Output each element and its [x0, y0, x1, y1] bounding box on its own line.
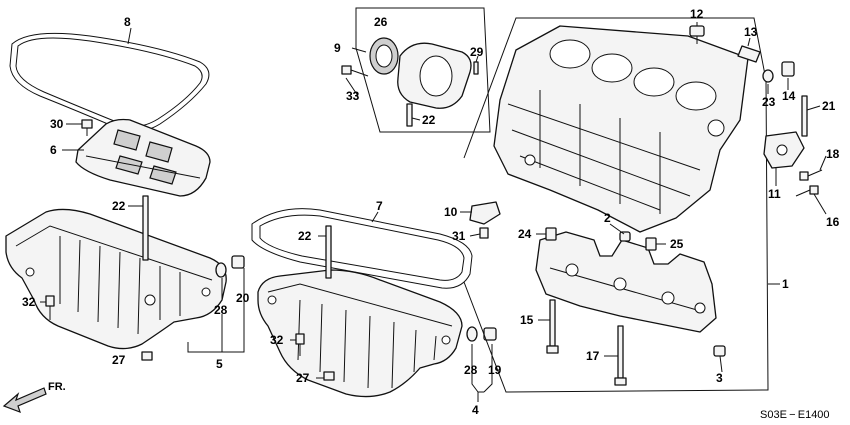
- bolt-17: [614, 325, 627, 386]
- callout-1: 1: [782, 277, 789, 291]
- plug-20: [231, 255, 245, 269]
- stud-21: [801, 95, 808, 137]
- bolt-14: [781, 61, 795, 77]
- washer-23: [762, 69, 774, 83]
- bolt-32-middle: [295, 333, 305, 356]
- callout-23: 23: [762, 95, 776, 109]
- sensor-13: [737, 45, 761, 63]
- dowel-25: [645, 237, 657, 251]
- callout-28-left: 28: [214, 303, 228, 317]
- bolt-30: [81, 119, 93, 136]
- callout-27-middle: 27: [296, 371, 310, 385]
- callout-18: 18: [826, 147, 840, 161]
- leader-lines: [40, 22, 827, 402]
- bearing-cap-bridge: [535, 231, 717, 333]
- callout-14: 14: [782, 89, 796, 103]
- callout-32-middle: 32: [270, 333, 284, 347]
- oil-pan-middle: [257, 269, 463, 398]
- callout-24: 24: [518, 227, 532, 241]
- oil-pan-left: [5, 208, 227, 350]
- cylinder-block: [493, 25, 749, 233]
- callout-6: 6: [50, 143, 57, 157]
- oil-pan-gasket-upper: [9, 32, 210, 133]
- callout-2: 2: [604, 211, 611, 225]
- callout-10: 10: [444, 205, 458, 219]
- callout-labels: 8 30 6 22 32 28 20 5 27 7 22 32 27 28 19…: [22, 7, 840, 421]
- callout-17: 17: [586, 349, 600, 363]
- callout-20: 20: [236, 291, 250, 305]
- plug-2: [619, 231, 631, 242]
- front-label: FR.: [48, 381, 66, 393]
- baffle-plate: [75, 118, 211, 197]
- callout-28-middle: 28: [464, 363, 478, 377]
- callout-15: 15: [520, 313, 534, 327]
- callout-32-left: 32: [22, 295, 36, 309]
- callout-22-left: 22: [112, 199, 126, 213]
- bracket-11: [763, 131, 805, 169]
- callout-26: 26: [374, 15, 388, 29]
- callout-5: 5: [216, 357, 223, 371]
- diagram-code: S03E − E1400: [760, 409, 830, 421]
- callout-4: 4: [472, 403, 479, 417]
- bolt-32-left: [45, 295, 55, 320]
- callout-8: 8: [124, 15, 131, 29]
- oil-pan-gasket-lower: [251, 208, 473, 289]
- bolt-31: [479, 227, 489, 239]
- callout-27-left: 27: [112, 353, 126, 367]
- callout-22-seal: 22: [422, 113, 436, 127]
- callout-3: 3: [716, 371, 723, 385]
- front-direction-arrow: [2, 387, 47, 414]
- bracket-10: [469, 201, 501, 225]
- bolt-15: [546, 299, 559, 354]
- callout-29: 29: [470, 45, 484, 59]
- callout-25: 25: [670, 237, 684, 251]
- oil-seal-assembly: [341, 7, 491, 133]
- drain-bolt-27-middle: [323, 371, 335, 381]
- washer-28-middle: [466, 326, 478, 342]
- stud-22-middle: [325, 225, 332, 279]
- callout-21: 21: [822, 99, 836, 113]
- stud-22-left: [142, 195, 149, 261]
- callout-11: 11: [768, 187, 781, 201]
- callout-16: 16: [826, 215, 840, 229]
- callout-13: 13: [744, 25, 758, 39]
- callout-19: 19: [488, 363, 502, 377]
- drain-bolt-27-left: [141, 351, 153, 361]
- washer-28-left: [215, 262, 227, 278]
- dowel-24: [545, 227, 557, 241]
- callout-22-middle: 22: [298, 229, 312, 243]
- callout-30: 30: [50, 117, 64, 131]
- callout-33: 33: [346, 89, 360, 103]
- bolt-18: [799, 169, 823, 181]
- callout-31: 31: [452, 229, 466, 243]
- callout-9: 9: [334, 41, 341, 55]
- bolt-3: [713, 345, 726, 357]
- callout-7: 7: [376, 199, 383, 213]
- callout-12: 12: [690, 7, 704, 21]
